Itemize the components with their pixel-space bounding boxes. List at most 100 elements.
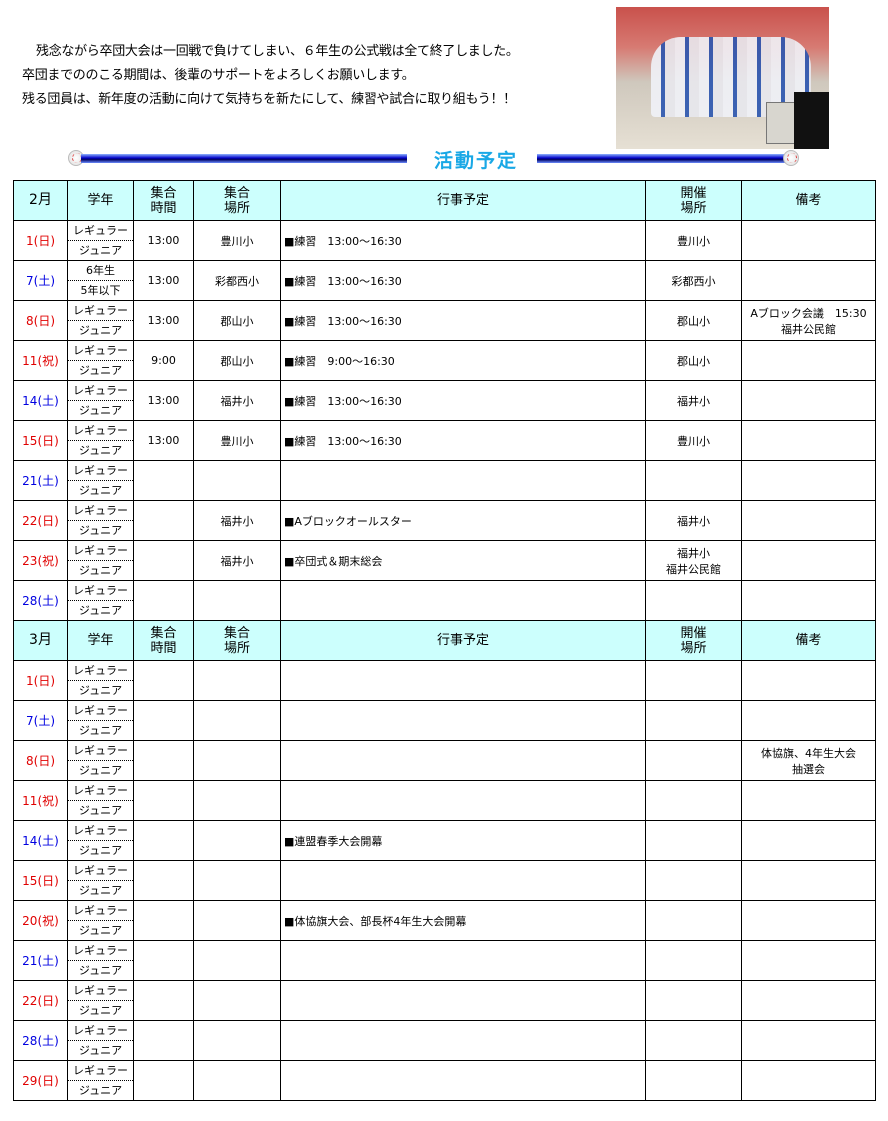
schedule-row: 22(日)レギュラージュニア [13,980,876,1021]
grade-label: レギュラー [68,981,133,1001]
banner-title: 活動予定 [433,150,518,172]
meeting-place-cell [193,780,281,821]
note-cell [741,420,876,461]
date-cell: 28(土) [13,1020,68,1061]
grade-cell: レギュラージュニア [67,340,134,381]
meeting-place-cell [193,900,281,941]
month-label: 2月 [13,180,68,221]
venue-cell: 豊川小 [645,420,742,461]
header-grade: 学年 [67,180,134,221]
note-cell [741,500,876,541]
meeting-time-cell: 9:00 [133,340,194,381]
meeting-place-cell [193,660,281,701]
grade-label: ジュニア [78,924,123,937]
note-cell [741,1060,876,1101]
grade-label: 6年生 [68,261,133,281]
date-cell: 22(日) [13,980,68,1021]
meeting-time-cell [133,820,194,861]
grade-label: ジュニア [78,844,123,857]
event-cell [280,660,646,701]
header-time: 集合 時間 [133,620,194,661]
meeting-place-cell: 福井小 [193,380,281,421]
grade-cell: レギュラージュニア [67,540,134,581]
note-cell [741,260,876,301]
header-note: 備考 [741,180,876,221]
schedule-row: 20(祝)レギュラージュニア■体協旗大会、部長杯4年生大会開幕 [13,900,876,941]
event-cell [280,980,646,1021]
schedule-row: 23(祝)レギュラージュニア福井小■卒団式＆期末総会福井小 福井公民館 [13,540,876,581]
venue-cell: 福井小 福井公民館 [645,540,742,581]
grade-cell: レギュラージュニア [67,220,134,261]
meeting-time-cell [133,900,194,941]
grade-label: レギュラー [68,821,133,841]
note-cell [741,540,876,581]
header-venue: 開催 場所 [645,620,742,661]
date-cell: 23(祝) [13,540,68,581]
grade-label: ジュニア [78,684,123,697]
venue-cell [645,820,742,861]
banner-bar-right [537,154,785,163]
meeting-time-cell [133,660,194,701]
month-label: 3月 [13,620,68,661]
grade-cell: レギュラージュニア [67,660,134,701]
grade-label: 5年以下 [80,284,121,297]
header-place: 集合 場所 [193,180,281,221]
photographer-silhouette [794,92,829,149]
event-cell [280,1020,646,1061]
schedule-row: 28(土)レギュラージュニア [13,1020,876,1061]
grade-cell: レギュラージュニア [67,580,134,621]
grade-label: レギュラー [68,381,133,401]
meeting-place-cell [193,980,281,1021]
event-cell [280,940,646,981]
meeting-place-cell: 彩都西小 [193,260,281,301]
date-cell: 21(土) [13,940,68,981]
event-cell: ■練習 13:00～16:30 [280,260,646,301]
banner-bar-left [81,154,407,163]
month-header-row: 3月学年集合 時間集合 場所行事予定開催 場所備考 [13,620,876,661]
grade-cell: レギュラージュニア [67,1020,134,1061]
meeting-time-cell [133,580,194,621]
schedule-row: 21(土)レギュラージュニア [13,940,876,981]
meeting-time-cell: 13:00 [133,260,194,301]
grade-label: レギュラー [68,461,133,481]
grade-cell: レギュラージュニア [67,820,134,861]
schedule-banner: 活動予定 [65,148,805,172]
grade-cell: レギュラージュニア [67,980,134,1021]
meeting-place-cell: 郡山小 [193,300,281,341]
baseball-icon [783,150,799,166]
meeting-place-cell [193,1020,281,1061]
grade-cell: レギュラージュニア [67,900,134,941]
venue-cell [645,1060,742,1101]
note-cell [741,340,876,381]
grade-label: レギュラー [68,861,133,881]
grade-cell: レギュラージュニア [67,740,134,781]
grade-label: レギュラー [68,541,133,561]
meeting-time-cell [133,540,194,581]
meeting-time-cell: 13:00 [133,380,194,421]
event-cell: ■練習 13:00～16:30 [280,300,646,341]
meeting-time-cell [133,460,194,501]
venue-cell: 豊川小 [645,220,742,261]
event-cell [280,700,646,741]
event-cell [280,460,646,501]
grade-label: レギュラー [68,901,133,921]
event-cell [280,1060,646,1101]
grade-cell: レギュラージュニア [67,860,134,901]
grade-label: ジュニア [78,1084,123,1097]
grade-label: ジュニア [78,1004,123,1017]
header-venue: 開催 場所 [645,180,742,221]
grade-label: ジュニア [78,804,123,817]
venue-cell [645,700,742,741]
grade-label: ジュニア [78,324,123,337]
note-cell [741,700,876,741]
month-header-row: 2月学年集合 時間集合 場所行事予定開催 場所備考 [13,180,876,221]
meeting-place-cell: 福井小 [193,540,281,581]
meeting-time-cell [133,740,194,781]
schedule-row: 8(日)レギュラージュニア体協旗、4年生大会 抽選会 [13,740,876,781]
grade-cell: 6年生 5年以下 [67,260,134,301]
date-cell: 14(土) [13,380,68,421]
event-cell: ■連盟春季大会開幕 [280,820,646,861]
header-place: 集合 場所 [193,620,281,661]
